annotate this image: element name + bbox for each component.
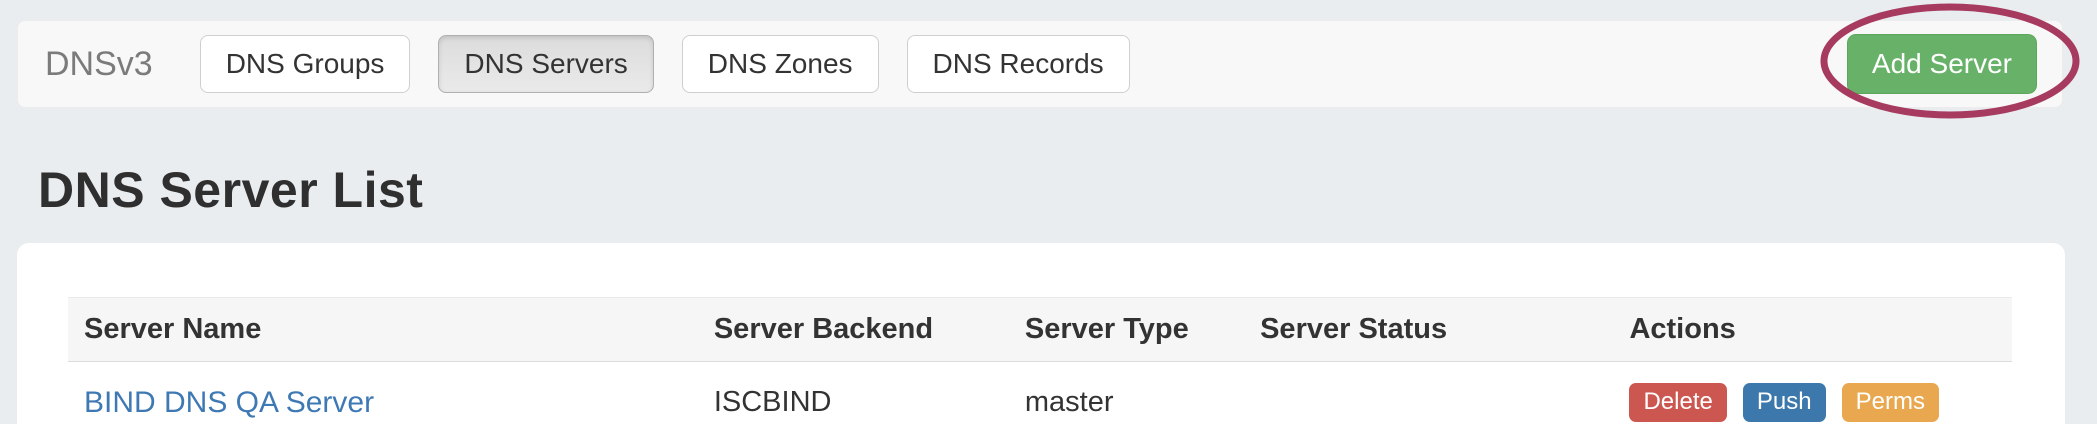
add-server-button[interactable]: Add Server (1846, 34, 2037, 94)
page-title: DNS Server List (38, 162, 424, 218)
perms-button[interactable]: Perms (1841, 383, 1939, 422)
cell-server-type: master (1024, 386, 1114, 418)
delete-button[interactable]: Delete (1629, 383, 1727, 422)
cell-actions: Delete Push Perms (1613, 362, 2012, 424)
column-header-server-backend: Server Backend (697, 297, 1009, 362)
column-header-server-status: Server Status (1244, 297, 1614, 362)
server-list-card: Server Name Server Backend Server Type S… (17, 243, 2065, 424)
column-header-actions: Actions (1613, 297, 2012, 362)
server-name-link[interactable]: BIND DNS QA Server (84, 385, 375, 419)
brand-logo[interactable]: DNSv3 (45, 44, 153, 83)
nav-button-dns-records[interactable]: DNS Records (906, 35, 1130, 93)
table-row: BIND DNS QA Server ISCBIND master Delete… (68, 362, 2012, 424)
top-nav-bar: DNSv3 DNS Groups DNS Servers DNS Zones D… (17, 20, 2063, 108)
nav-button-dns-groups[interactable]: DNS Groups (199, 35, 411, 93)
nav-button-dns-zones[interactable]: DNS Zones (681, 35, 879, 93)
nav-button-dns-servers[interactable]: DNS Servers (438, 35, 654, 93)
column-header-server-type: Server Type (1008, 297, 1245, 362)
table-header-row: Server Name Server Backend Server Type S… (68, 297, 2012, 362)
push-button[interactable]: Push (1742, 383, 1826, 422)
cell-server-name: BIND DNS QA Server (68, 362, 698, 424)
cell-server-backend: ISCBIND (713, 386, 832, 418)
server-table: Server Name Server Backend Server Type S… (68, 297, 2012, 424)
column-header-server-name: Server Name (68, 297, 698, 362)
cell-server-status (1244, 362, 1613, 424)
